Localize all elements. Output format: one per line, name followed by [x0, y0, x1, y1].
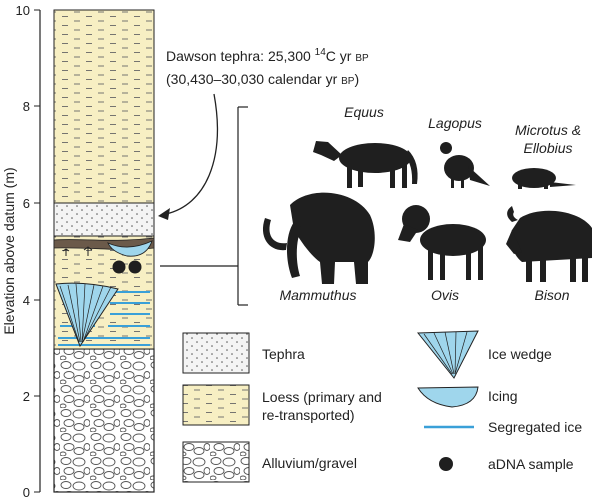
microtus-silhouette-icon [512, 168, 576, 189]
legend-swatch-loess [182, 384, 250, 426]
legend-swatch-tephra [182, 332, 250, 374]
y-axis-label: Elevation above datum (m) [1, 167, 17, 334]
alluvium-layer [53, 348, 155, 493]
fauna-bracket [160, 106, 248, 306]
icing-lens [107, 240, 153, 257]
legend: Tephra Loess (primary and re-transported… [182, 330, 582, 483]
legend-label-segregated-ice: Segregated ice [488, 419, 582, 435]
y-ticks [34, 9, 40, 493]
taxon-label-equus: Equus [344, 104, 384, 120]
legend-swatch-alluvium [182, 441, 250, 483]
taxon-label-microtus-2: Ellobius [523, 140, 572, 156]
legend-icing-icon [417, 386, 479, 408]
taxon-label-microtus-1: Microtus & [515, 122, 581, 138]
ovis-silhouette-icon [398, 205, 486, 280]
tephra-callout: Dawson tephra: 25,300 14C yr BP (30,430–… [158, 47, 369, 220]
legend-label-adna: aDNA sample [488, 456, 574, 472]
lagopus-silhouette-icon [440, 142, 490, 188]
legend-label-ice-wedge: Ice wedge [488, 346, 552, 362]
legend-label-icing: Icing [488, 388, 518, 404]
tephra-callout-line1: Dawson tephra: 25,300 14C yr BP [166, 47, 369, 64]
adna-sample-1 [112, 260, 126, 274]
taxon-label-ovis: Ovis [431, 287, 459, 303]
buried-surface [53, 237, 155, 257]
tick-label-0: 0 [23, 485, 30, 500]
tick-label-8: 8 [23, 99, 30, 114]
mammuthus-silhouette-icon [262, 192, 375, 284]
tephra-callout-arrow [165, 93, 218, 215]
taxon-label-mammuthus: Mammuthus [279, 287, 356, 303]
tick-label-4: 4 [23, 293, 30, 308]
taxon-label-lagopus: Lagopus [428, 115, 482, 131]
ice-wedge [55, 282, 119, 348]
legend-adna-icon [439, 457, 453, 471]
tephra-layer [53, 202, 155, 237]
legend-label-alluvium: Alluvium/gravel [262, 455, 357, 471]
tick-label-6: 6 [23, 196, 30, 211]
bison-silhouette-icon [506, 206, 592, 282]
legend-label-tephra: Tephra [262, 346, 305, 362]
y-axis: 0 2 4 6 8 10 Elevation above datum (m) [1, 3, 41, 500]
stratigraphic-column [53, 9, 155, 493]
tephra-callout-line2: (30,430–30,030 calendar yr BP) [166, 71, 359, 87]
adna-sample-2 [128, 260, 142, 274]
legend-ice-wedge-icon [416, 330, 479, 379]
tick-label-10: 10 [16, 3, 30, 18]
taxa: Equus Lagopus Microtus & Ellobius [262, 104, 592, 303]
legend-label-loess-1: Loess (primary and [262, 389, 382, 405]
tick-label-2: 2 [23, 389, 30, 404]
legend-label-loess-2: re-transported) [262, 407, 355, 423]
upper-loess-layer [53, 9, 155, 204]
taxon-label-bison: Bison [534, 287, 569, 303]
equus-silhouette-icon [313, 141, 418, 188]
